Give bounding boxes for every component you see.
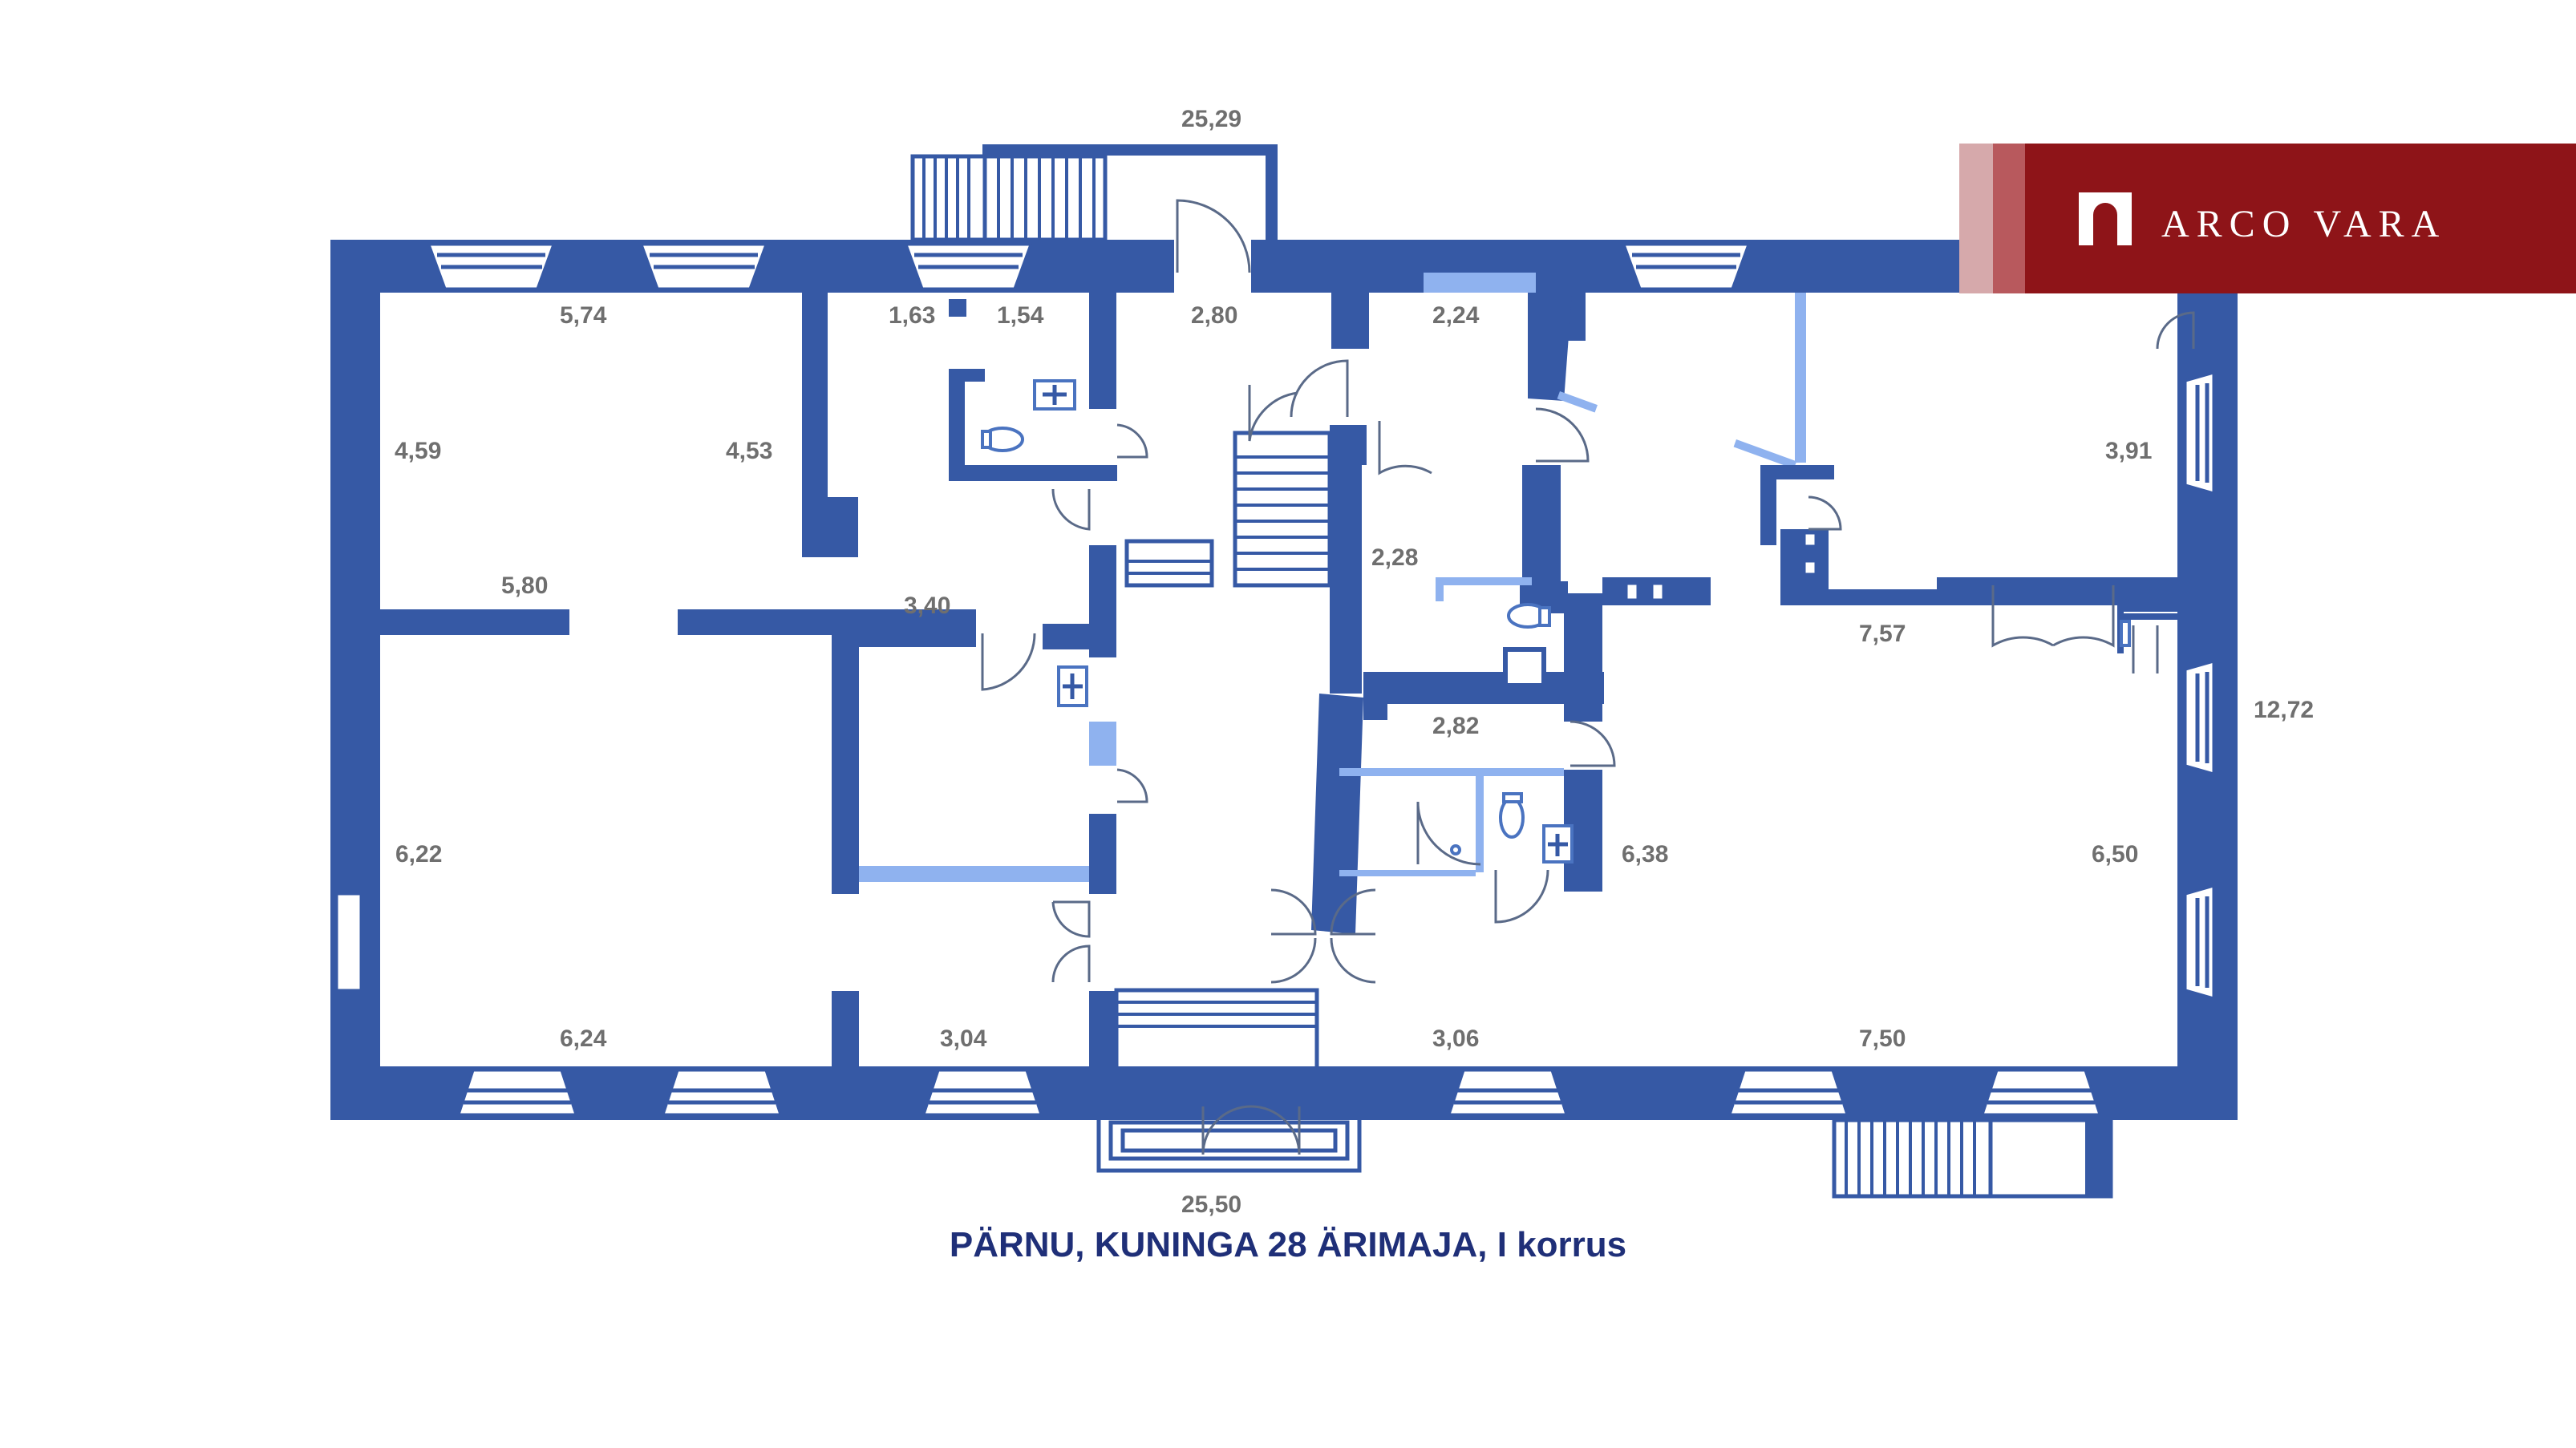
interior-walls [380, 265, 2201, 1070]
stairs [910, 144, 2113, 1199]
brand-panel [2025, 144, 2576, 293]
plan-title: PÄRNU, KUNINGA 28 ÄRIMAJA, I korrus [949, 1225, 1627, 1264]
dim-room-a-width: 5,74 [560, 302, 607, 329]
dimension-labels: 25,29 25,50 12,72 5,74 4,59 4,53 5,80 1,… [395, 106, 2314, 1218]
dim-room-e-width: 3,04 [940, 1025, 987, 1052]
dim-room-b-bottom-width: 6,24 [560, 1025, 607, 1052]
dim-bottom-overall: 25,50 [1181, 1191, 1241, 1218]
outer-walls [330, 240, 2238, 1120]
dim-room-right-depth: 3,91 [2105, 438, 2152, 464]
dim-room-a-bottom-width: 5,80 [501, 572, 548, 599]
dim-right-overall: 12,72 [2254, 697, 2314, 723]
dim-top-overall: 25,29 [1181, 106, 1241, 132]
dim-room-top-mid: 2,24 [1432, 302, 1480, 329]
dim-room-b-left-depth: 6,22 [395, 841, 442, 868]
doors [981, 199, 2195, 1155]
arch-logo-icon [2079, 192, 2132, 245]
brand-fade-mid [1993, 144, 2025, 293]
fixtures [981, 379, 2131, 864]
windows [335, 243, 2215, 1116]
dim-room-c-depth: 6,38 [1622, 841, 1668, 868]
dim-room-a-right-depth: 4,53 [726, 438, 772, 464]
dim-corridor-top: 2,80 [1191, 302, 1237, 329]
dim-room-d-depth: 6,50 [2092, 841, 2138, 868]
dim-room-mid-width: 3,40 [904, 593, 950, 619]
dim-wc-b-width: 1,54 [997, 302, 1044, 329]
dim-room-f-width: 3,06 [1432, 1025, 1479, 1052]
dim-wc-c-width: 2,82 [1432, 713, 1479, 739]
brand-fade-light [1959, 144, 1993, 293]
brand-name: ARCO VARA [2161, 203, 2447, 245]
dim-wc-a-width: 1,63 [889, 302, 935, 329]
dim-room-d-bottom-width: 7,50 [1859, 1025, 1906, 1052]
dim-room-a-left-depth: 4,59 [395, 438, 441, 464]
dim-small-room-width: 2,28 [1371, 544, 1418, 571]
dim-room-right-mid-width: 7,57 [1859, 621, 1906, 647]
